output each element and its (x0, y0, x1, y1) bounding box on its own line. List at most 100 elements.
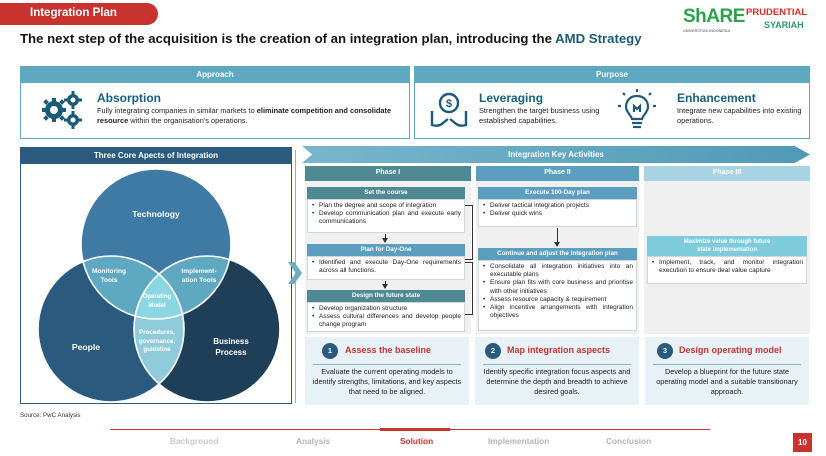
procedures-label-line-3: guideline (143, 346, 171, 353)
set-course-bullet-2: Develop communication plan and execute e… (311, 210, 461, 226)
business-label-line-1: Business (213, 337, 249, 346)
logo-syariah-text: SYARIAH (764, 20, 804, 30)
procedures-label-line-1: Procedures, (139, 329, 175, 336)
monitoring-label-line-1: Monitoring (91, 268, 127, 275)
purpose-header: Purpose (414, 66, 810, 83)
logo-share-text: ShARE (683, 6, 745, 27)
design-future-bullet-2: Assess cultural differences and develop … (311, 313, 461, 329)
procedures-label-line-2: governance, (138, 337, 176, 345)
execute-bullet-1: Deliver tactical integration projects (482, 202, 633, 210)
headline-text: The next step of the acquisition is the … (20, 31, 556, 46)
purpose-enhancement-text: Integrate new capabilities into existing… (677, 106, 802, 125)
venn-implementation-tools-label: Implement-ation Tools (168, 267, 230, 285)
set-course-bullet-1: Plan the degree and scope of integration (311, 202, 461, 210)
gears-icon (42, 91, 82, 129)
maximize-title-line-1: Maximize value through future (683, 239, 771, 245)
approach-text-bold: eliminate competition and consolidate re… (97, 106, 392, 125)
nav-conclusion[interactable]: Conclusion (606, 436, 652, 446)
step-card-3: 3 Design operating model Develop a bluep… (645, 337, 809, 405)
implementation-label-line-1: Implement- (181, 268, 217, 275)
page-number: 10 (793, 433, 812, 452)
arrow-down-icon (382, 281, 388, 289)
purpose-leveraging-text: Strengthen the target business using est… (479, 106, 600, 125)
plan-day-one-box: Identified and execute Day-One requireme… (307, 256, 465, 280)
operating-label-line-2: Model (148, 302, 166, 309)
step-2-title: Map integration aspects (507, 345, 611, 355)
business-label-line-2: Process (215, 348, 247, 357)
purpose-enhancement-title: Enhancement (677, 91, 756, 105)
set-course-title: Set the course (307, 187, 465, 199)
share-prudential-logo: ShARE PRUDENTIAL SYARIAH UNIVERSITAS IND… (683, 6, 818, 34)
purpose-leveraging-title: Leveraging (479, 91, 544, 105)
continue-adjust-box: Consolidate all integration initiatives … (478, 260, 637, 331)
activities-header: Integration Key Activities (302, 146, 810, 163)
step-3-title: Design operating model (679, 345, 782, 355)
approach-header: Approach (20, 66, 410, 83)
nav-implementation[interactable]: Implementation (488, 436, 550, 446)
phase-2-header: Phase II (476, 166, 639, 181)
logo-university-text: UNIVERSITAS INDONESIA (683, 29, 730, 33)
hands-money-icon: $ (430, 92, 468, 127)
phase-3-header: Phase III (644, 166, 810, 181)
approach-title: Absorption (97, 91, 161, 105)
step-card-1: 1 Assess the baseline Evaluate the curre… (305, 337, 469, 405)
connector-line (465, 205, 473, 260)
core-aspects-header: Three Core Apects of Integration (20, 147, 292, 164)
connector-line (465, 262, 473, 315)
active-section-marker (380, 428, 450, 431)
step-2-text: Identify specific integration focus aspe… (483, 367, 631, 396)
monitoring-label-line-2: Tools (100, 277, 118, 284)
approach-text-plain-1: Fully integrating companies in similar m… (97, 106, 257, 115)
svg-text:$: $ (446, 98, 452, 110)
continue-bullet-3: Assess resource capacity & requirement (482, 296, 633, 304)
maximize-value-box: Implement, track, and monitor integratio… (647, 256, 807, 284)
step-3-divider (653, 364, 801, 365)
step-card-2: 2 Map integration aspects Identify speci… (475, 337, 639, 405)
step-3-number: 3 (657, 343, 673, 359)
phase-1-header: Phase I (305, 166, 471, 181)
purpose-panel: $ Leveraging Strengthen the target busin… (414, 83, 810, 139)
venn-procedures-label: Procedures,governance,guideline (123, 329, 191, 355)
design-future-title: Design the future state (307, 290, 465, 302)
page-headline: The next step of the acquisition is the … (20, 31, 642, 46)
step-1-title: Assess the baseline (345, 345, 432, 355)
venn-diagram (37, 168, 281, 403)
continue-bullet-1: Consolidate all integration initiatives … (482, 263, 633, 279)
implementation-label-line-2: ation Tools (181, 277, 217, 284)
source-note: Source: PwC Analysis (20, 412, 81, 419)
execute-bullet-2: Deliver quick wins (482, 210, 633, 218)
approach-text: Fully integrating companies in similar m… (97, 106, 397, 126)
arrow-down-icon (554, 228, 560, 247)
set-course-box: Plan the degree and scope of integration… (307, 199, 465, 233)
nav-analysis[interactable]: Analysis (296, 436, 331, 446)
section-tag: Integration Plan (0, 3, 158, 25)
nav-solution[interactable]: Solution (400, 436, 434, 446)
design-future-box: Develop organization structure Assess cu… (307, 302, 465, 332)
continue-adjust-title: Continue and adjust the integration plan (478, 248, 637, 260)
step-1-number: 1 (322, 343, 338, 359)
logo-prudential-text: PRUDENTIAL (746, 7, 808, 18)
operating-label-line-1: Operating (142, 294, 172, 300)
arrow-down-icon (382, 234, 388, 243)
headline-accent: AMD Strategy (555, 31, 642, 46)
design-future-bullet-1: Develop organization structure (311, 305, 461, 313)
step-2-divider (483, 364, 631, 365)
step-1-divider (313, 364, 461, 365)
approach-text-plain-2: within the organisation's operations. (128, 116, 248, 125)
nav-background[interactable]: Background (170, 436, 219, 446)
step-3-text: Develop a blueprint for the future state… (656, 367, 798, 396)
maximize-title-line-2: state implementation (696, 247, 757, 253)
plan-day-one-title: Plan for Day-One (307, 244, 465, 256)
continue-bullet-2: Ensure plan fits with core business and … (482, 279, 633, 295)
execute-100-day-title: Execute 100-Day plan (478, 187, 637, 199)
plan-day-one-bullet-1: Identified and execute Day-One requireme… (311, 259, 461, 275)
maximize-bullet-1: Implement, track, and monitor integratio… (651, 259, 803, 275)
venn-people-label: People (71, 342, 101, 352)
continue-bullet-4: Align incentive arrangements with integr… (482, 304, 633, 320)
execute-100-day-box: Deliver tactical integration projects De… (478, 199, 637, 227)
step-1-text: Evaluate the current operating models to… (312, 367, 462, 396)
